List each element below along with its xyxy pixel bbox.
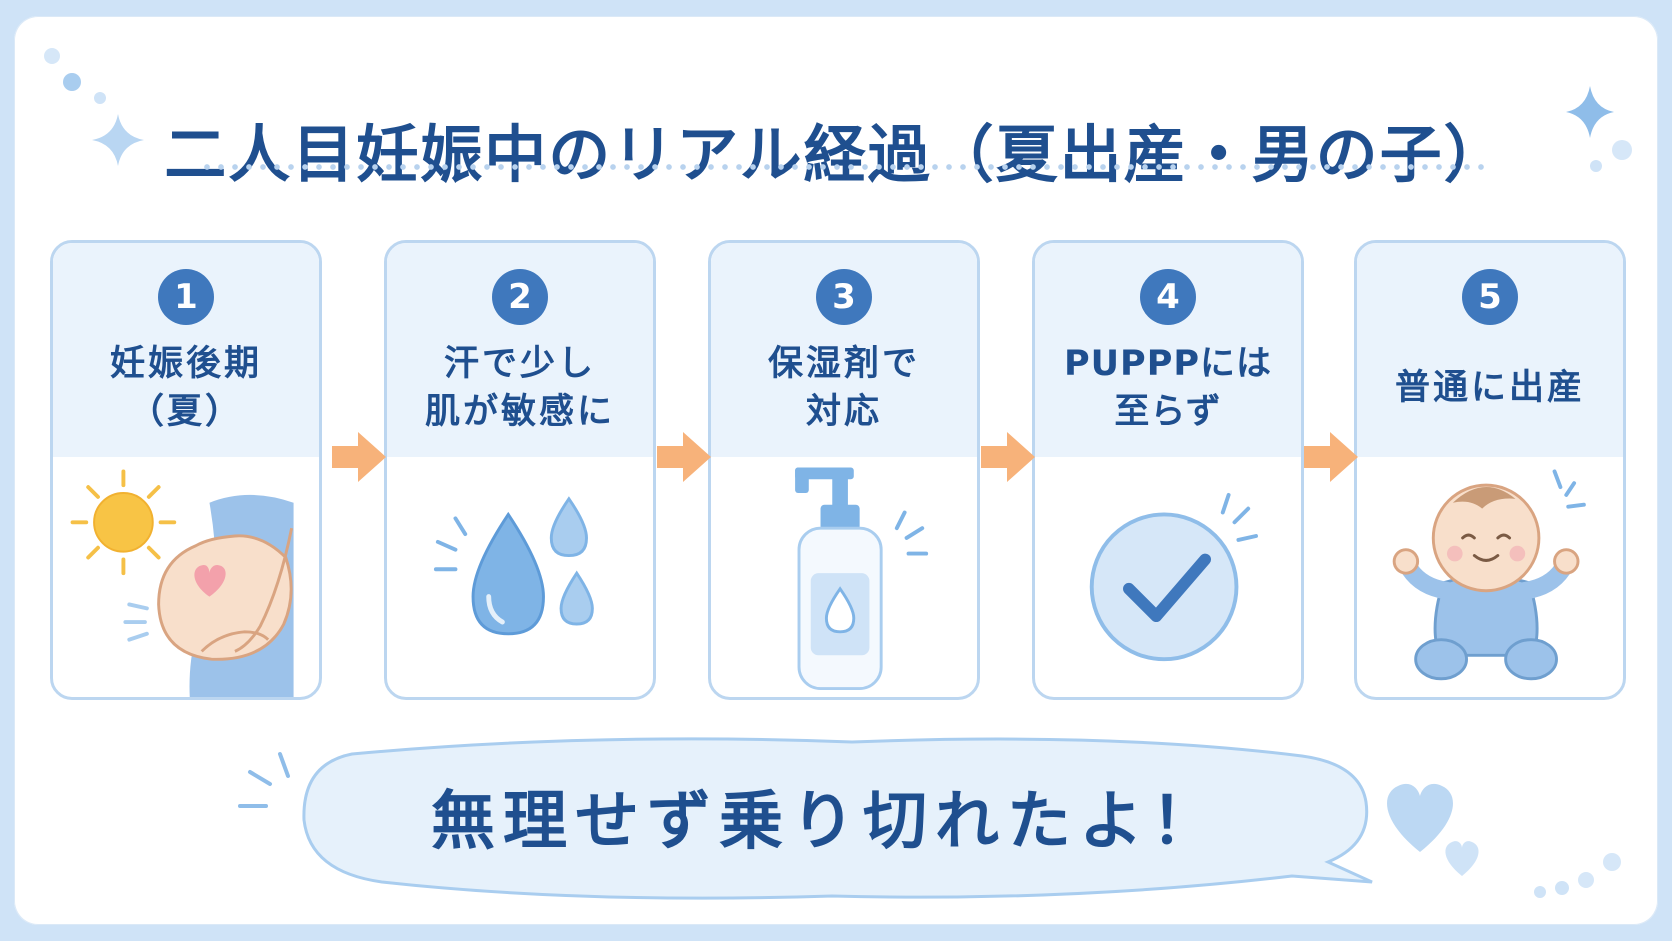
sweat-drops-icon <box>433 496 594 636</box>
step-label: 妊娠後期 （夏） <box>53 338 319 438</box>
arrow-right-icon <box>332 432 386 482</box>
step-label-line2: 肌が敏感に <box>424 392 615 432</box>
step-label-line1: 妊娠後期 <box>109 344 262 384</box>
speech-bubble-text: 無理せず乗り切れたよ！ <box>431 785 1223 859</box>
step-label: PUPPPには 至らず <box>1035 338 1301 438</box>
moisturizer-bottle-icon <box>795 467 929 691</box>
baby-boy-icon <box>1392 469 1586 681</box>
step-label: 普通に出産 <box>1357 338 1623 438</box>
arrow-right-icon <box>657 432 711 482</box>
step-label-line1: 保湿剤で <box>767 344 920 384</box>
step-label-line2: 至らず <box>1114 392 1222 432</box>
step-label-line1: 汗で少し <box>443 344 596 384</box>
page-title: 二人目妊娠中のリアル経過（夏出産・男の子） <box>164 117 1508 191</box>
step-card-2: 2 汗で少し 肌が敏感に <box>384 240 656 700</box>
arrow-right-icon <box>981 432 1035 482</box>
hearts-decoration-bottom-right <box>1387 783 1621 898</box>
step-card-5: 5 普通に出産 <box>1354 240 1626 700</box>
step-card-3: 3 保湿剤で 対応 <box>708 240 980 700</box>
speech-bubble <box>302 737 1373 900</box>
step-number-badge: 3 <box>816 269 872 325</box>
step-card-1: 1 妊娠後期 （夏） <box>50 240 322 700</box>
step-number-badge: 5 <box>1462 269 1518 325</box>
step-label: 汗で少し 肌が敏感に <box>387 338 653 438</box>
checkmark-icon <box>1089 492 1258 662</box>
sparkle-decoration-top-right <box>1566 86 1632 172</box>
sparkle-decoration-top-left <box>44 48 144 166</box>
burst-lines-decoration-left <box>238 752 290 808</box>
step-label-line1: 普通に出産 <box>1394 368 1585 408</box>
step-number-badge: 2 <box>492 269 548 325</box>
step-label-line1: PUPPPには <box>1063 344 1273 384</box>
title-dotted-divider <box>200 164 1492 170</box>
arrow-right-icon <box>1304 432 1358 482</box>
step-number-badge: 1 <box>158 269 214 325</box>
step-number-badge: 4 <box>1140 269 1196 325</box>
step-label-line2: （夏） <box>128 392 243 432</box>
step-card-4: 4 PUPPPには 至らず <box>1032 240 1304 700</box>
pregnant-belly-sun-icon <box>70 469 294 697</box>
step-label: 保湿剤で 対応 <box>711 338 977 438</box>
step-label-line2: 対応 <box>805 392 882 432</box>
